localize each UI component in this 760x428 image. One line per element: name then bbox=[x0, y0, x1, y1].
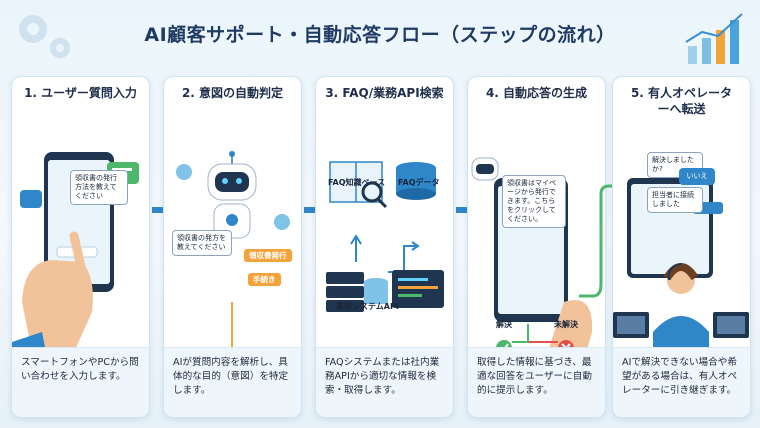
step-2-description: AIが質問内容を解析し、具体的な目的（意図）を特定します。 bbox=[164, 347, 301, 417]
step-5-description: AIで解決できない場合や希望がある場合は、有人オペレーターに引き継ぎます。 bbox=[613, 347, 750, 417]
auto-answer-bubble: 領収書はマイページから発行できます。こちらをクリックしてください。 bbox=[502, 175, 566, 228]
bar-chart-decoration-icon bbox=[685, 13, 743, 64]
step-card-2: 2. 意図の自動判定 領収書の発方を教えてください 領収書発行 手続き AIが質… bbox=[163, 76, 302, 418]
step-2-heading: 2. 意図の自動判定 bbox=[181, 86, 284, 100]
faq-knowledge-base-label: FAQ知識ベース bbox=[328, 178, 386, 187]
step-4-heading: 4. 自動応答の生成 bbox=[485, 86, 588, 100]
intent-tag-procedure: 手続き bbox=[248, 273, 281, 286]
step-3-description: FAQシステムまたは社内業務APIから適切な情報を検索・取得します。 bbox=[316, 347, 453, 417]
step-card-3: 3. FAQ/業務API検索 FAQ知識ベース FAQデータ 業務システムAPI… bbox=[315, 76, 454, 418]
business-api-label: 業務システムAPI bbox=[336, 302, 399, 311]
step-1-heading: 1. ユーザー質問入力 bbox=[24, 86, 137, 100]
outcome-resolved-label: 解決 bbox=[496, 320, 512, 329]
step-4-description: 取得した情報に基づき、最適な回答をユーザーに自動的に提示します。 bbox=[468, 347, 605, 417]
intent-tag-receipt: 領収書発行 bbox=[244, 249, 292, 262]
user-no-reply-bubble: いいえ bbox=[679, 168, 715, 185]
page-title: AI顧客サポート・自動応答フロー（ステップの流れ） bbox=[144, 24, 616, 46]
step-card-4: 4. 自動応答の生成 領収書はマイページから発行できます。こちらをクリックしてく… bbox=[467, 76, 606, 418]
gear-decoration-icon bbox=[19, 15, 70, 58]
step-card-5: 5. 有人オペレーターへ転送 解決しましたか? いいえ 担当者に接続しました A… bbox=[612, 76, 751, 418]
outcome-unresolved-label: 未解決 bbox=[554, 320, 578, 329]
step-1-description: スマートフォンやPCから問い合わせを入力します。 bbox=[12, 347, 149, 417]
user-question-bubble: 領収書の発行方法を教えてください bbox=[70, 170, 128, 205]
faq-search-illustration bbox=[326, 161, 444, 312]
step-card-1: 1. ユーザー質問入力 領収書の発行方法を教えてください スマートフォンやPCか… bbox=[11, 76, 150, 418]
operator-connected-bubble: 担当者に接続しました bbox=[647, 187, 703, 213]
step-3-heading: 3. FAQ/業務API検索 bbox=[325, 86, 444, 100]
faq-data-label: FAQデータ bbox=[398, 178, 440, 187]
question-analysis-bubble: 領収書の発方を教えてください bbox=[172, 230, 232, 256]
step-5-heading: 5. 有人オペレーターへ転送 bbox=[630, 86, 733, 116]
